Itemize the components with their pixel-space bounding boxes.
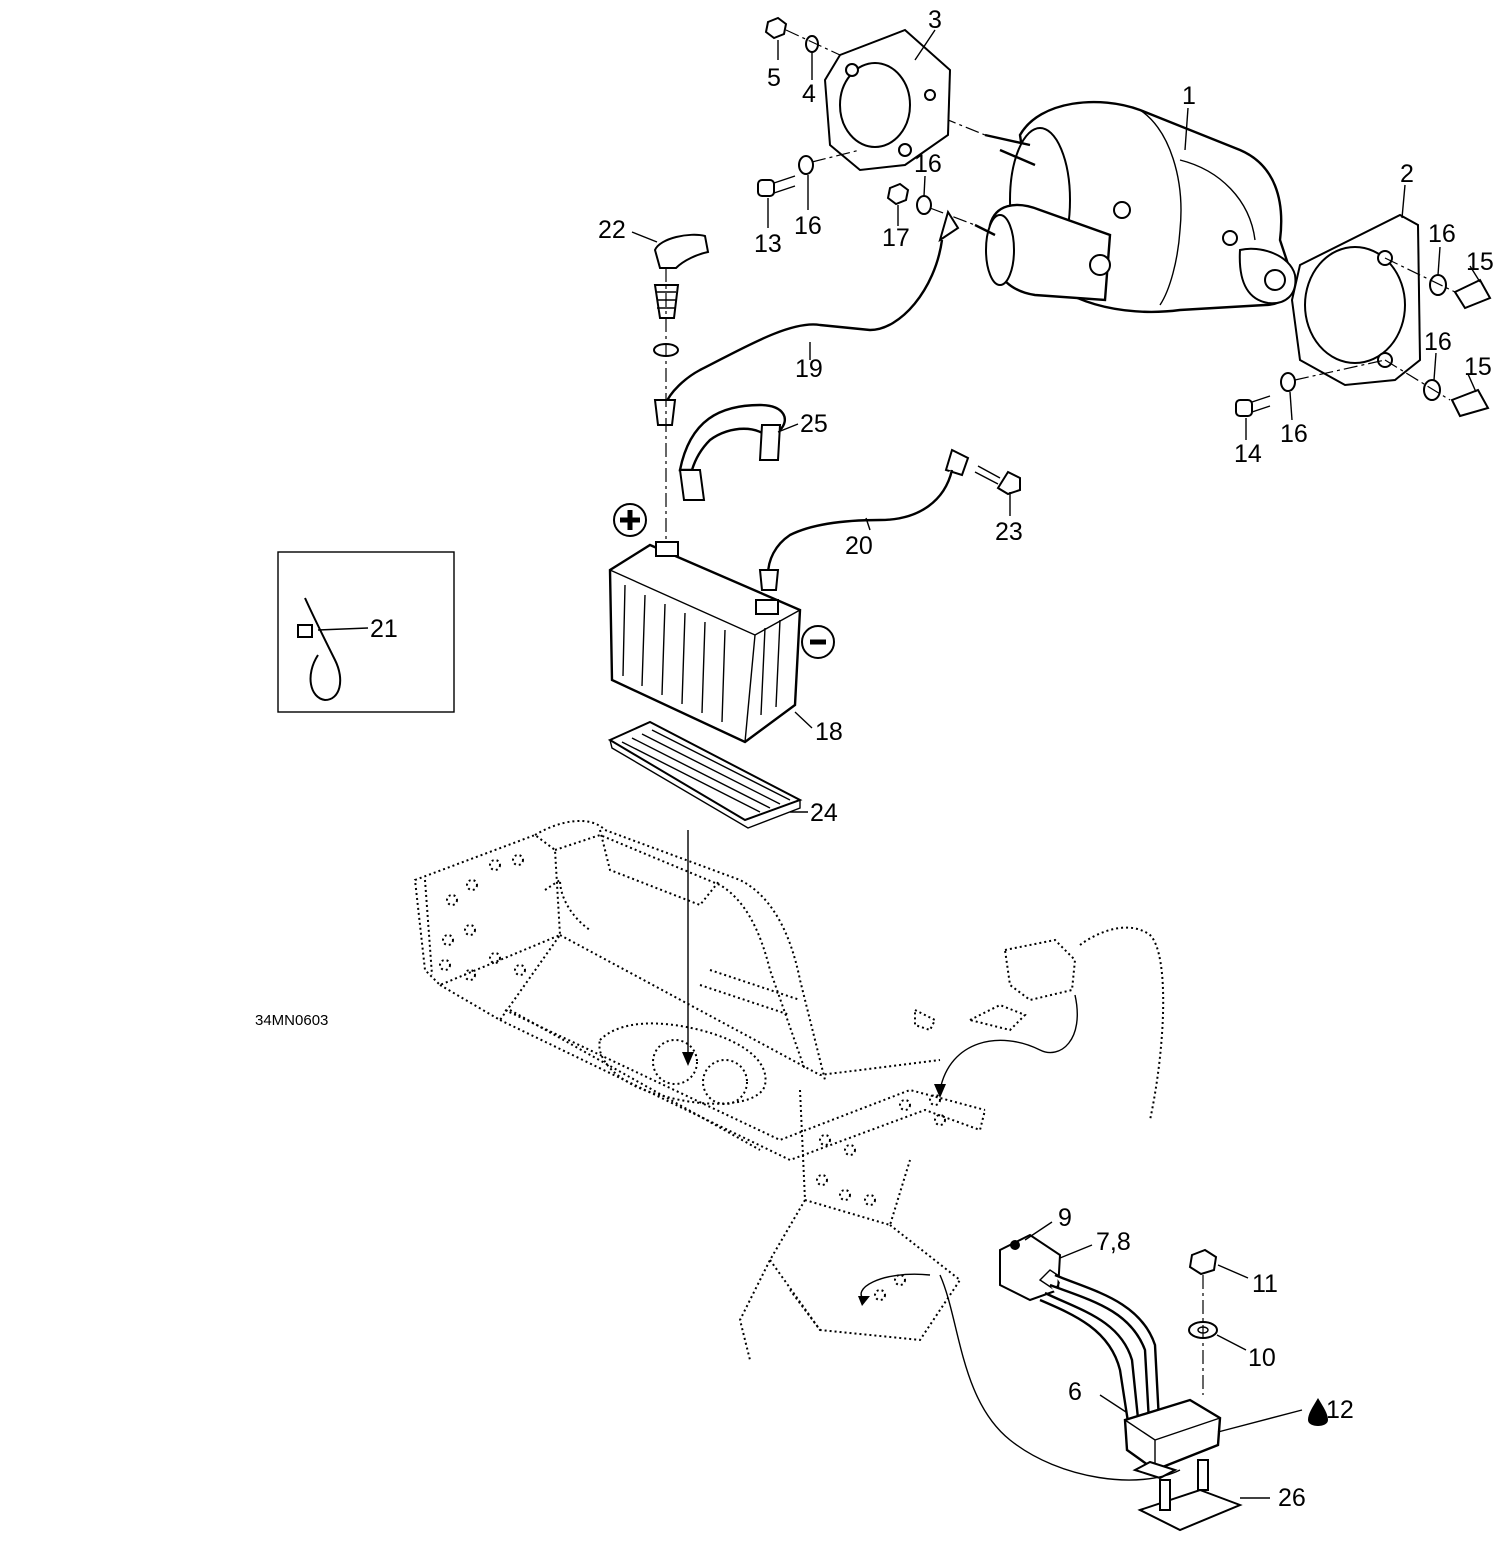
callout-22: 22	[598, 216, 626, 244]
nut-11	[1188, 1248, 1218, 1276]
callout-16-c: 16	[1428, 220, 1456, 248]
battery-pad-24	[607, 720, 803, 829]
washer-16-e	[1280, 372, 1296, 392]
battery-18	[608, 541, 802, 744]
vehicle-frame	[413, 819, 1165, 1361]
cable-20	[758, 448, 970, 591]
wire-harness-6	[1039, 1273, 1162, 1441]
tie-wrap-inset-box	[277, 551, 455, 713]
callout-5: 5	[767, 64, 781, 92]
callout-labels: 1 2 3 4 5 16 13 16 17 16 15 16 15 14 16 …	[255, 6, 1494, 1512]
terminal-boot-22	[653, 233, 710, 269]
callout-16-b: 16	[794, 212, 822, 240]
callout-14: 14	[1234, 440, 1262, 468]
callout-17: 17	[882, 224, 910, 252]
callout-12: 12	[1326, 1396, 1354, 1424]
callout-1: 1	[1182, 82, 1196, 110]
callout-3: 3	[928, 6, 942, 34]
screw-13	[757, 175, 796, 197]
screw-15-a	[1453, 278, 1492, 310]
callout-16-a: 16	[914, 150, 942, 178]
washer-16-a	[798, 155, 814, 175]
callout-16-e: 16	[1280, 420, 1308, 448]
callout-13: 13	[754, 230, 782, 258]
callout-11: 11	[1252, 1270, 1278, 1298]
callout-10: 10	[1248, 1344, 1276, 1372]
washer-16-c	[1429, 274, 1447, 296]
oil-drop-icon	[1308, 1398, 1328, 1426]
callout-9: 9	[1058, 1204, 1072, 1232]
screw-14	[1235, 395, 1271, 417]
callout-19: 19	[795, 355, 823, 383]
bolt-23	[974, 465, 1021, 496]
washer-16-d	[1423, 379, 1441, 401]
washer-16-b	[916, 195, 932, 215]
screw-15-b	[1450, 388, 1490, 418]
plus-circle-icon	[613, 503, 647, 537]
voltage-regulator-6	[1123, 1398, 1222, 1480]
callout-18: 18	[815, 718, 843, 746]
callout-20: 20	[845, 532, 873, 560]
mounting-plate-2	[1290, 213, 1422, 387]
callout-24: 24	[810, 799, 838, 827]
callout-16-d: 16	[1424, 328, 1452, 356]
callout-15-b: 15	[1464, 353, 1492, 381]
callout-4: 4	[802, 80, 816, 108]
drawing-code: 34MN0603	[255, 1012, 328, 1029]
callout-21: 21	[370, 615, 398, 643]
stud-plate-26	[1137, 1459, 1243, 1532]
leader-lines	[317, 29, 1481, 1499]
battery-strap-25	[678, 403, 786, 501]
mounting-plate-3	[823, 28, 952, 172]
callout-15-a: 15	[1466, 248, 1494, 276]
callout-23: 23	[995, 518, 1023, 546]
connector-7-8	[999, 1233, 1063, 1302]
minus-circle-icon	[801, 625, 835, 659]
callout-26: 26	[1278, 1484, 1306, 1512]
callout-25: 25	[800, 410, 828, 438]
callout-6: 6	[1068, 1378, 1082, 1406]
callout-7-8: 7,8	[1096, 1228, 1131, 1256]
callout-2: 2	[1400, 160, 1414, 188]
starter-motor	[849, 79, 1297, 314]
nut-5	[764, 16, 788, 40]
nut-17	[886, 182, 910, 206]
cable-19	[653, 209, 960, 426]
